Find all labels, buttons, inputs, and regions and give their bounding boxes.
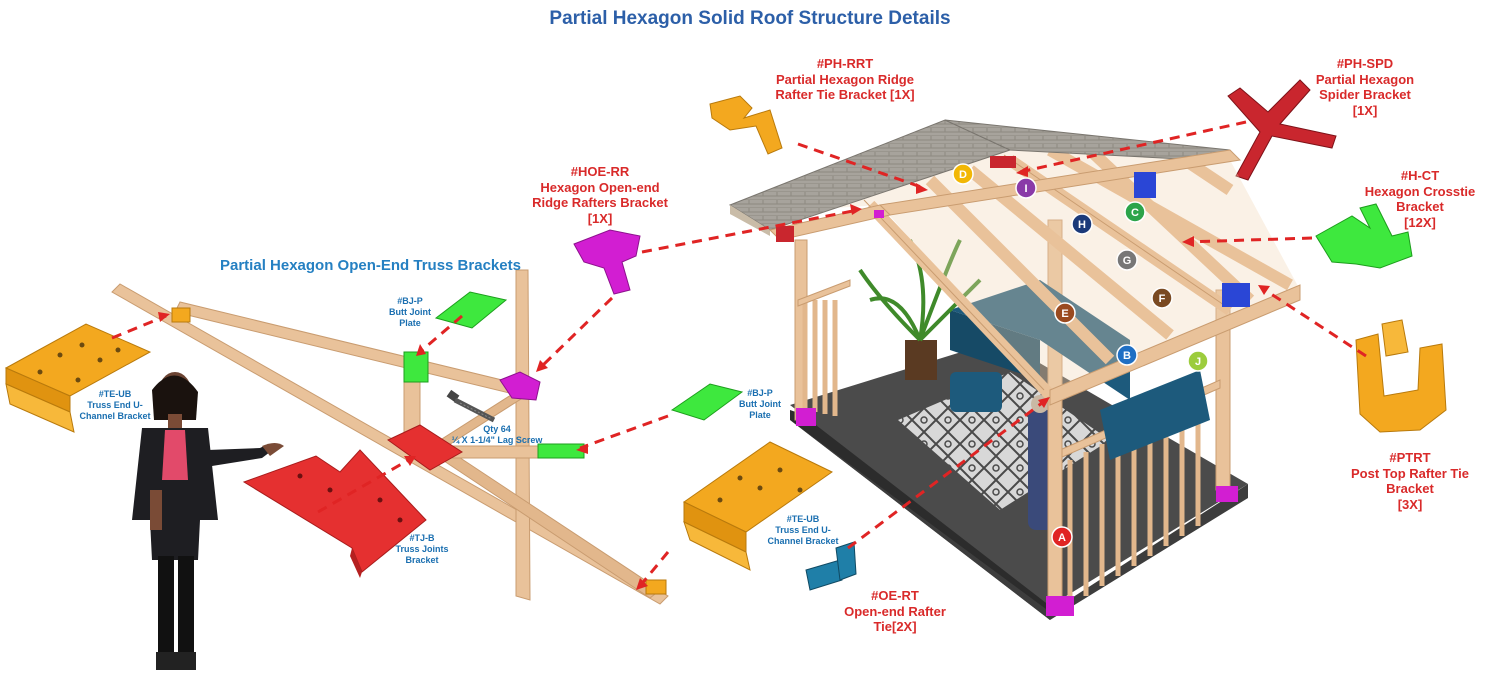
- presenter-figure: [132, 372, 284, 670]
- callout-te-ub-left-line1: Truss End U-: [87, 399, 143, 410]
- callout-te-ub-mid-code: #TE-UB: [786, 514, 820, 524]
- marker-i: I: [1015, 177, 1037, 199]
- callout-h-ct-line1: Hexagon Crosstie: [1364, 183, 1476, 199]
- marker-g: G: [1116, 249, 1138, 271]
- ptrt-bracket: [1355, 319, 1447, 433]
- bj-p-plate-top: [434, 291, 508, 329]
- truss-joint-bracket: [387, 424, 463, 471]
- truss-end-pad-top: [171, 307, 191, 323]
- callout-lag-screw-size: ¼ X 1-1/4" Lag Screw: [451, 434, 543, 445]
- callout-te-ub-mid-line1: Truss End U-: [775, 524, 831, 535]
- callout-oe-rt-line1: Open-end Rafter: [844, 603, 946, 619]
- ph-spd-bracket: [1227, 79, 1337, 181]
- callout-bj-p-right-code: #BJ-P: [747, 388, 773, 398]
- marker-letter-c: C: [1131, 207, 1139, 219]
- callout-te-ub-left-code: #TE-UB: [98, 389, 132, 399]
- callout-ph-spd-line1: Partial Hexagon: [1315, 71, 1415, 87]
- callout-h-ct: #H-CT Hexagon Crosstie Bracket [12X]: [1350, 168, 1490, 230]
- callout-te-ub-mid-line2: Channel Bracket: [767, 535, 839, 546]
- marker-c: C: [1124, 201, 1146, 223]
- marker-e: E: [1054, 302, 1076, 324]
- marker-b: B: [1116, 344, 1138, 366]
- marker-f: F: [1151, 287, 1173, 309]
- callout-bj-p-right: #BJ-P Butt Joint Plate: [720, 388, 800, 420]
- truss-butt-plate-1: [403, 351, 429, 383]
- callout-ph-spd-line2: Spider Bracket: [1319, 87, 1411, 103]
- marker-letter-a: A: [1058, 532, 1066, 544]
- marker-letter-b: B: [1123, 350, 1131, 362]
- callout-ptrt-line2: Bracket: [1386, 481, 1434, 497]
- truss-lower-chord: [419, 437, 661, 599]
- callout-ph-spd-code: #PH-SPD: [1336, 56, 1394, 71]
- marker-d: D: [952, 163, 974, 185]
- marker-letter-d: D: [959, 169, 967, 181]
- callout-ph-rrt-code: #PH-RRT: [816, 56, 874, 71]
- callout-ph-spd-qty: [1X]: [1352, 102, 1378, 118]
- callout-ptrt-line1: Post Top Rafter Tie: [1351, 465, 1469, 481]
- callout-hoe-rr: #HOE-RR Hexagon Open-end Ridge Rafters B…: [520, 164, 680, 226]
- callout-hoe-rr-code: #HOE-RR: [570, 164, 630, 179]
- callout-oe-rt-line2: Tie[2X]: [873, 619, 917, 635]
- truss-king-post: [515, 269, 531, 601]
- marker-letter-e: E: [1061, 308, 1068, 320]
- leader-arrowheads: [158, 166, 1270, 590]
- callout-te-ub-left-line2: Channel Bracket: [79, 410, 151, 421]
- bj-p-plate-right: [670, 383, 744, 421]
- callout-ptrt-code: #PTRT: [1389, 450, 1431, 465]
- page-title: Partial Hexagon Solid Roof Structure Det…: [549, 8, 951, 29]
- callout-tj-b-code: #TJ-B: [409, 533, 435, 543]
- callout-ptrt: #PTRT Post Top Rafter Tie Bracket [3X]: [1330, 450, 1490, 512]
- marker-letter-f: F: [1159, 293, 1166, 305]
- callout-ph-rrt: #PH-RRT Partial Hexagon Ridge Rafter Tie…: [740, 56, 950, 103]
- callout-lag-screw: Qty 64 ¼ X 1-1/4" Lag Screw: [432, 424, 562, 446]
- truss-butt-plate-2: [537, 443, 585, 459]
- callout-hoe-rr-line1: Hexagon Open-end: [540, 179, 660, 195]
- callout-bj-p-right-line2: Plate: [749, 409, 771, 420]
- callout-bj-p-top-line2: Plate: [399, 317, 421, 328]
- callout-h-ct-line2: Bracket: [1396, 199, 1444, 215]
- leader-lines: [111, 120, 1367, 587]
- hoe-rr-bracket: [573, 229, 641, 295]
- gazebo-model: [728, 119, 1301, 620]
- marker-letter-g: G: [1123, 255, 1132, 267]
- lag-screw-icon: [446, 389, 496, 423]
- truss-end-pad-bottom: [645, 579, 667, 595]
- marker-j: J: [1187, 350, 1209, 372]
- truss-apex-bracket: [499, 371, 541, 401]
- te-ub-bracket-left: [4, 323, 152, 433]
- marker-letter-j: J: [1195, 356, 1201, 368]
- tj-b-bracket: [242, 449, 427, 578]
- callout-tj-b: #TJ-B Truss Joints Bracket: [382, 533, 462, 565]
- truss-assembly: [111, 269, 669, 605]
- callout-h-ct-code: #H-CT: [1400, 168, 1440, 183]
- callout-tj-b-line2: Bracket: [405, 554, 439, 565]
- callout-ptrt-qty: [3X]: [1397, 496, 1423, 512]
- callout-h-ct-qty: [12X]: [1404, 214, 1436, 230]
- callout-bj-p-right-line1: Butt Joint: [739, 398, 781, 409]
- callout-oe-rt: #OE-RT Open-end Rafter Tie[2X]: [820, 588, 970, 635]
- te-ub-bracket-mid: [683, 441, 833, 571]
- marker-a: A: [1051, 526, 1073, 548]
- ph-rrt-bracket: [709, 95, 783, 155]
- callout-hoe-rr-qty: [1X]: [587, 210, 613, 226]
- callout-ph-spd: #PH-SPD Partial Hexagon Spider Bracket […: [1290, 56, 1440, 118]
- truss-section-title: Partial Hexagon Open-End Truss Brackets: [220, 257, 521, 274]
- callout-bj-p-top-line1: Butt Joint: [389, 306, 431, 317]
- callout-hoe-rr-line2: Ridge Rafters Bracket: [532, 195, 668, 211]
- callout-ph-rrt-line2: Rafter Tie Bracket [1X]: [775, 87, 915, 103]
- marker-letter-i: I: [1024, 183, 1027, 195]
- marker-h: H: [1071, 213, 1093, 235]
- callout-ph-rrt-line1: Partial Hexagon Ridge: [776, 71, 914, 87]
- callout-te-ub-mid: #TE-UB Truss End U- Channel Bracket: [748, 514, 858, 546]
- h-ct-bracket: [1315, 203, 1413, 269]
- marker-letter-h: H: [1078, 219, 1086, 231]
- callout-tj-b-line1: Truss Joints: [395, 543, 449, 554]
- callout-oe-rt-code: #OE-RT: [871, 588, 919, 603]
- callout-bj-p-top-code: #BJ-P: [397, 296, 423, 306]
- callout-te-ub-left: #TE-UB Truss End U- Channel Bracket: [60, 389, 170, 421]
- callout-bj-p-top: #BJ-P Butt Joint Plate: [370, 296, 450, 328]
- callout-lag-screw-qty: Qty 64: [483, 424, 511, 434]
- oe-rt-bracket: [805, 541, 857, 591]
